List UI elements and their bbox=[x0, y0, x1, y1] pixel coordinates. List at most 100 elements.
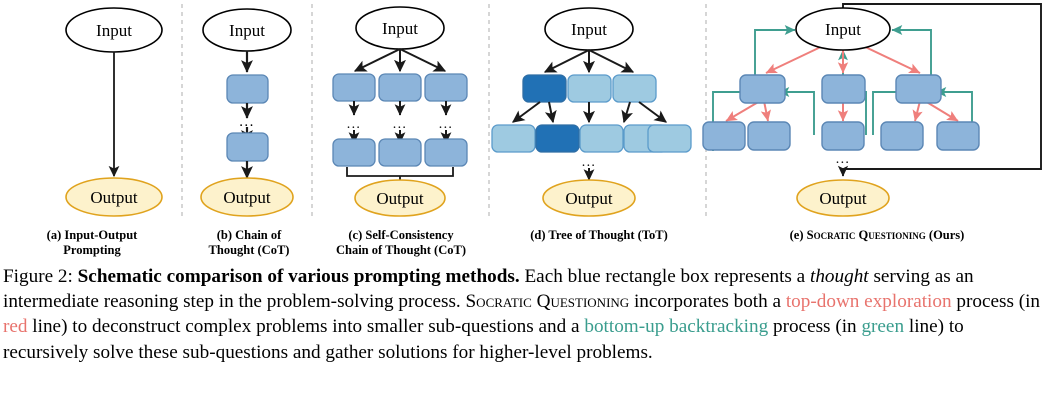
panel-d-thought-box-3 bbox=[612, 74, 657, 103]
panel-caption-b-line1: (b) Chain of bbox=[216, 228, 282, 242]
panel-c-edge-fan-left bbox=[353, 48, 401, 72]
figure-body-9: higher-level problems. bbox=[479, 341, 653, 363]
panel-c-ellipsis-1: ... bbox=[347, 117, 361, 132]
panel-c-output-node bbox=[354, 179, 446, 217]
panel-caption-c-line2: Chain of Thought (CoT) bbox=[335, 243, 466, 257]
panel-e-red-edge-left-c1 bbox=[725, 100, 761, 122]
figure-socratic-questioning: Socratic Questioning bbox=[465, 291, 630, 313]
panel-e-green-edge-right-to-input bbox=[891, 25, 932, 88]
panel-caption-c: (c) Self-Consistency Chain of Thought (C… bbox=[316, 228, 486, 258]
panel-caption-e: (e) Socratic Questioning (Ours) bbox=[712, 228, 1042, 243]
panel-d-output-label: Output bbox=[565, 189, 613, 208]
panel-caption-a-line2: Prompting bbox=[63, 243, 121, 257]
prompting-methods-diagram: Input Output Input ... Output bbox=[65, 3, 1042, 218]
figure-caption: Figure 2: Schematic comparison of variou… bbox=[3, 264, 1052, 365]
figure-red-phrase: top-down exploration bbox=[785, 291, 952, 313]
panel-d-thought-box-selected-2 bbox=[535, 124, 580, 153]
panel-caption-d: (d) Tree of Thought (ToT) bbox=[494, 228, 704, 243]
panel-caption-e-tail: (Ours) bbox=[925, 228, 965, 242]
panel-e-thought-box-l2-3 bbox=[821, 121, 865, 151]
panel-c: Input ... ... ... bbox=[332, 6, 468, 217]
panel-caption-e-line1: (e) Socratic Questioning (Ours) bbox=[712, 228, 1042, 243]
figure-label: Figure 2: bbox=[3, 266, 73, 287]
panel-d-edge-l2-e bbox=[638, 101, 667, 123]
panel-d-input-label: Input bbox=[571, 20, 607, 39]
panel-b-output-label: Output bbox=[223, 188, 271, 207]
panel-b-thought-box-1 bbox=[226, 74, 269, 104]
panel-c-thought-box-6 bbox=[424, 138, 468, 167]
panel-separators bbox=[181, 4, 707, 218]
panel-e-red-edge-input-left bbox=[765, 43, 828, 74]
panel-e-output-node bbox=[796, 179, 890, 217]
panel-e-red-edge-left-c2 bbox=[760, 100, 771, 122]
panel-b-input-label: Input bbox=[229, 21, 265, 40]
panel-a: Input Output bbox=[65, 7, 163, 217]
panel-d: Input bbox=[491, 7, 692, 217]
panel-a-input-label: Input bbox=[96, 21, 132, 40]
figure-body-8: line) to recursively solve these sub-que… bbox=[3, 316, 964, 363]
panel-a-output-label: Output bbox=[90, 188, 138, 207]
panel-d-ellipsis: ... bbox=[582, 155, 596, 170]
panel-a-output-node bbox=[65, 177, 163, 217]
panel-d-thought-box-selected-1 bbox=[522, 74, 567, 103]
figure-body-1: Each blue rectangle box represents a bbox=[519, 266, 810, 287]
figure-body-6: line) to deconstruct complex problems in… bbox=[27, 316, 580, 338]
panel-c-ellipsis-3: ... bbox=[439, 117, 453, 132]
figure-body-2: serving as an intermediate reasoning ste… bbox=[3, 266, 974, 313]
panel-caption-e-smallcaps: Socratic Questioning bbox=[806, 228, 926, 242]
figure-thought-italic: thought bbox=[810, 266, 869, 287]
panel-caption-a-line1: (a) Input-Output bbox=[46, 228, 138, 242]
figure-body-3: incorporates bbox=[629, 291, 729, 313]
panel-d-output-node bbox=[542, 179, 636, 217]
panel-b-output-node bbox=[200, 177, 294, 217]
panel-e-red-edge-input-right bbox=[858, 43, 921, 74]
panel-d-thought-box-4 bbox=[491, 124, 536, 153]
panel-e-green-edge-l2-up bbox=[778, 87, 815, 135]
panel-caption-c-line1: (c) Self-Consistency bbox=[348, 228, 454, 242]
panel-c-thought-box-5 bbox=[378, 138, 422, 167]
panel-e-red-edge-right-c1 bbox=[912, 100, 923, 122]
panel-d-thought-box-5 bbox=[579, 124, 624, 153]
figure-green-word: green bbox=[861, 316, 905, 338]
panel-e-thought-box-l2-4 bbox=[880, 121, 924, 151]
panel-c-aggregate-brace bbox=[346, 167, 454, 177]
panel-caption-b-line2: Thought (CoT) bbox=[208, 243, 290, 257]
figure-body-7: process (in bbox=[768, 316, 862, 338]
panel-d-edge-l2-a bbox=[512, 101, 541, 123]
panel-c-input-label: Input bbox=[382, 19, 418, 38]
panel-e-input-label: Input bbox=[825, 20, 861, 39]
panel-caption-b: (b) Chain of Thought (CoT) bbox=[190, 228, 308, 258]
figure-title-bold: Schematic comparison of various promptin… bbox=[77, 266, 520, 287]
figure-body-4: both a bbox=[733, 291, 786, 313]
panel-d-edge-l1-c bbox=[588, 49, 635, 73]
panel-c-thought-box-1 bbox=[332, 73, 376, 102]
panel-caption-a: (a) Input-Output Prompting bbox=[8, 228, 176, 258]
diagram-area: Input Output Input ... Output bbox=[65, 3, 1042, 218]
panel-e-thought-box-l2-1 bbox=[702, 121, 746, 151]
panel-b-thought-box-2 bbox=[226, 132, 269, 162]
panel-c-thought-box-3 bbox=[424, 73, 468, 102]
panel-d-edge-l2-d bbox=[621, 101, 633, 124]
panel-d-edge-l2-b bbox=[544, 101, 557, 124]
panel-e: Input ... Output bbox=[702, 3, 1042, 217]
panel-c-thought-box-4 bbox=[332, 138, 376, 167]
panel-e-thought-box-l1-right bbox=[895, 74, 942, 104]
panel-e-thought-box-l2-5 bbox=[936, 121, 980, 151]
panel-e-thought-box-l1-mid bbox=[821, 74, 866, 104]
panel-e-red-edge-right-c2 bbox=[924, 100, 959, 122]
panel-c-edge-fan-right bbox=[399, 48, 447, 72]
panel-e-ellipsis: ... bbox=[836, 152, 850, 167]
panel-e-thought-box-l2-2 bbox=[747, 121, 791, 151]
figure-red-word: red bbox=[3, 316, 28, 338]
figure-green-phrase: bottom-up backtracking bbox=[584, 316, 769, 338]
panel-b: Input ... Output bbox=[200, 8, 294, 217]
panel-c-output-label: Output bbox=[376, 189, 424, 208]
panel-caption-e-prefix: (e) bbox=[789, 228, 807, 242]
panel-e-red-edges bbox=[725, 43, 959, 122]
panel-e-green-edge-r2-up bbox=[935, 87, 973, 135]
figure-body-5: process (in bbox=[951, 291, 1041, 313]
panel-b-ellipsis: ... bbox=[239, 114, 254, 130]
panel-d-thought-box-2 bbox=[567, 74, 612, 103]
panel-d-edge-l1-a bbox=[543, 49, 590, 73]
